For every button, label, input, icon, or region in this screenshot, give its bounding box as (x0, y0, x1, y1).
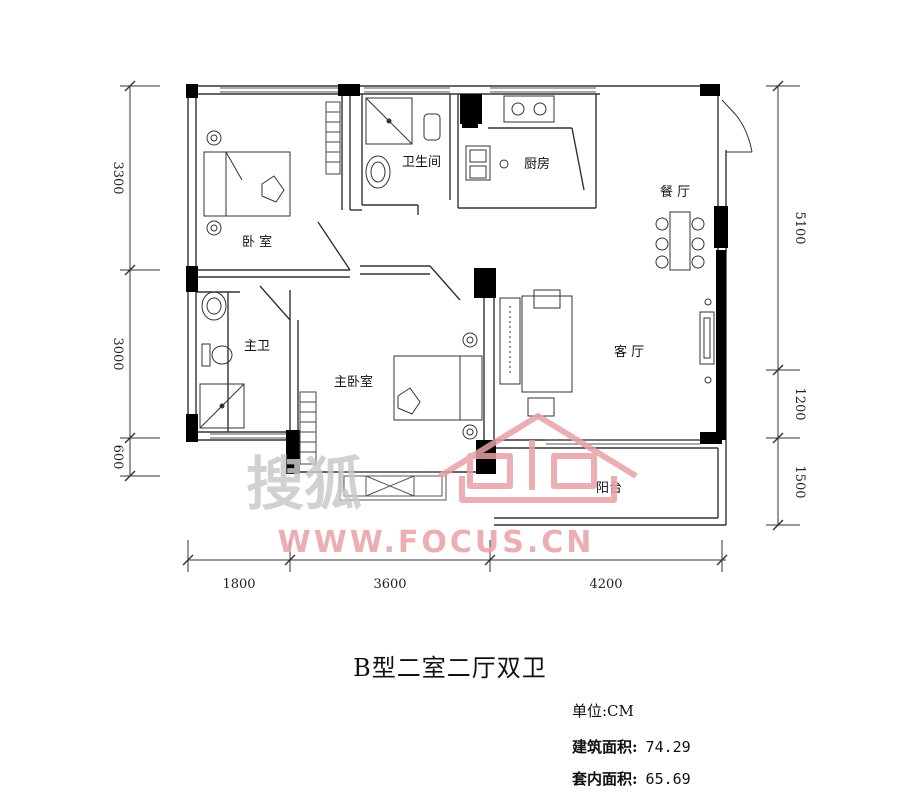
dim-left-3: 600 (110, 445, 125, 470)
dim-right-1: 5100 (792, 211, 807, 244)
building-area-value: 74.29 (645, 738, 691, 756)
entry-door (721, 99, 753, 153)
label-bathroom: 卫生间 (402, 155, 441, 170)
dim-bottom-3: 4200 (589, 577, 622, 592)
label-dining: 餐 厅 (660, 184, 690, 200)
label-living: 客 厅 (614, 344, 644, 360)
dimension-lines (120, 85, 800, 572)
watermark-sohu-text: 搜狐 (246, 450, 362, 518)
watermark: 搜狐 WWW.FOCUS.CN (246, 413, 638, 560)
watermark-url: WWW.FOCUS.CN (278, 525, 595, 560)
building-area-line: 建筑面积: 74.29 (572, 736, 691, 757)
inner-area-line: 套内面积: 65.69 (572, 768, 691, 789)
label-master-bath: 主卫 (244, 339, 270, 354)
plan-title: B型二室二厅双卫 (353, 654, 547, 682)
unit-text: 单位:CM (572, 702, 634, 720)
label-kitchen: 厨房 (524, 156, 550, 172)
closets (299, 101, 341, 465)
dim-bottom-1: 1800 (222, 577, 255, 592)
furniture (199, 95, 715, 440)
label-master-bedroom: 主卧室 (334, 374, 373, 390)
inner-area-label: 套内面积: (572, 770, 638, 788)
focus-logo-icon (438, 413, 638, 503)
unit-line: 单位:CM (572, 700, 634, 721)
dim-right-3: 1500 (792, 465, 807, 498)
columns (186, 84, 728, 474)
dim-right-2: 1200 (792, 387, 807, 420)
inner-area-value: 65.69 (645, 770, 691, 788)
building-area-label: 建筑面积: (572, 738, 638, 756)
label-balcony: 阳台 (596, 481, 622, 496)
dim-left-1: 3300 (110, 161, 125, 194)
floor-plan: 3300 3000 600 5100 1200 1500 1800 3600 4… (110, 80, 807, 592)
dim-bottom-2: 3600 (373, 577, 406, 592)
dimension-ticks (124, 80, 784, 566)
dim-left-2: 3000 (110, 337, 125, 370)
label-bedroom: 卧 室 (242, 234, 272, 250)
